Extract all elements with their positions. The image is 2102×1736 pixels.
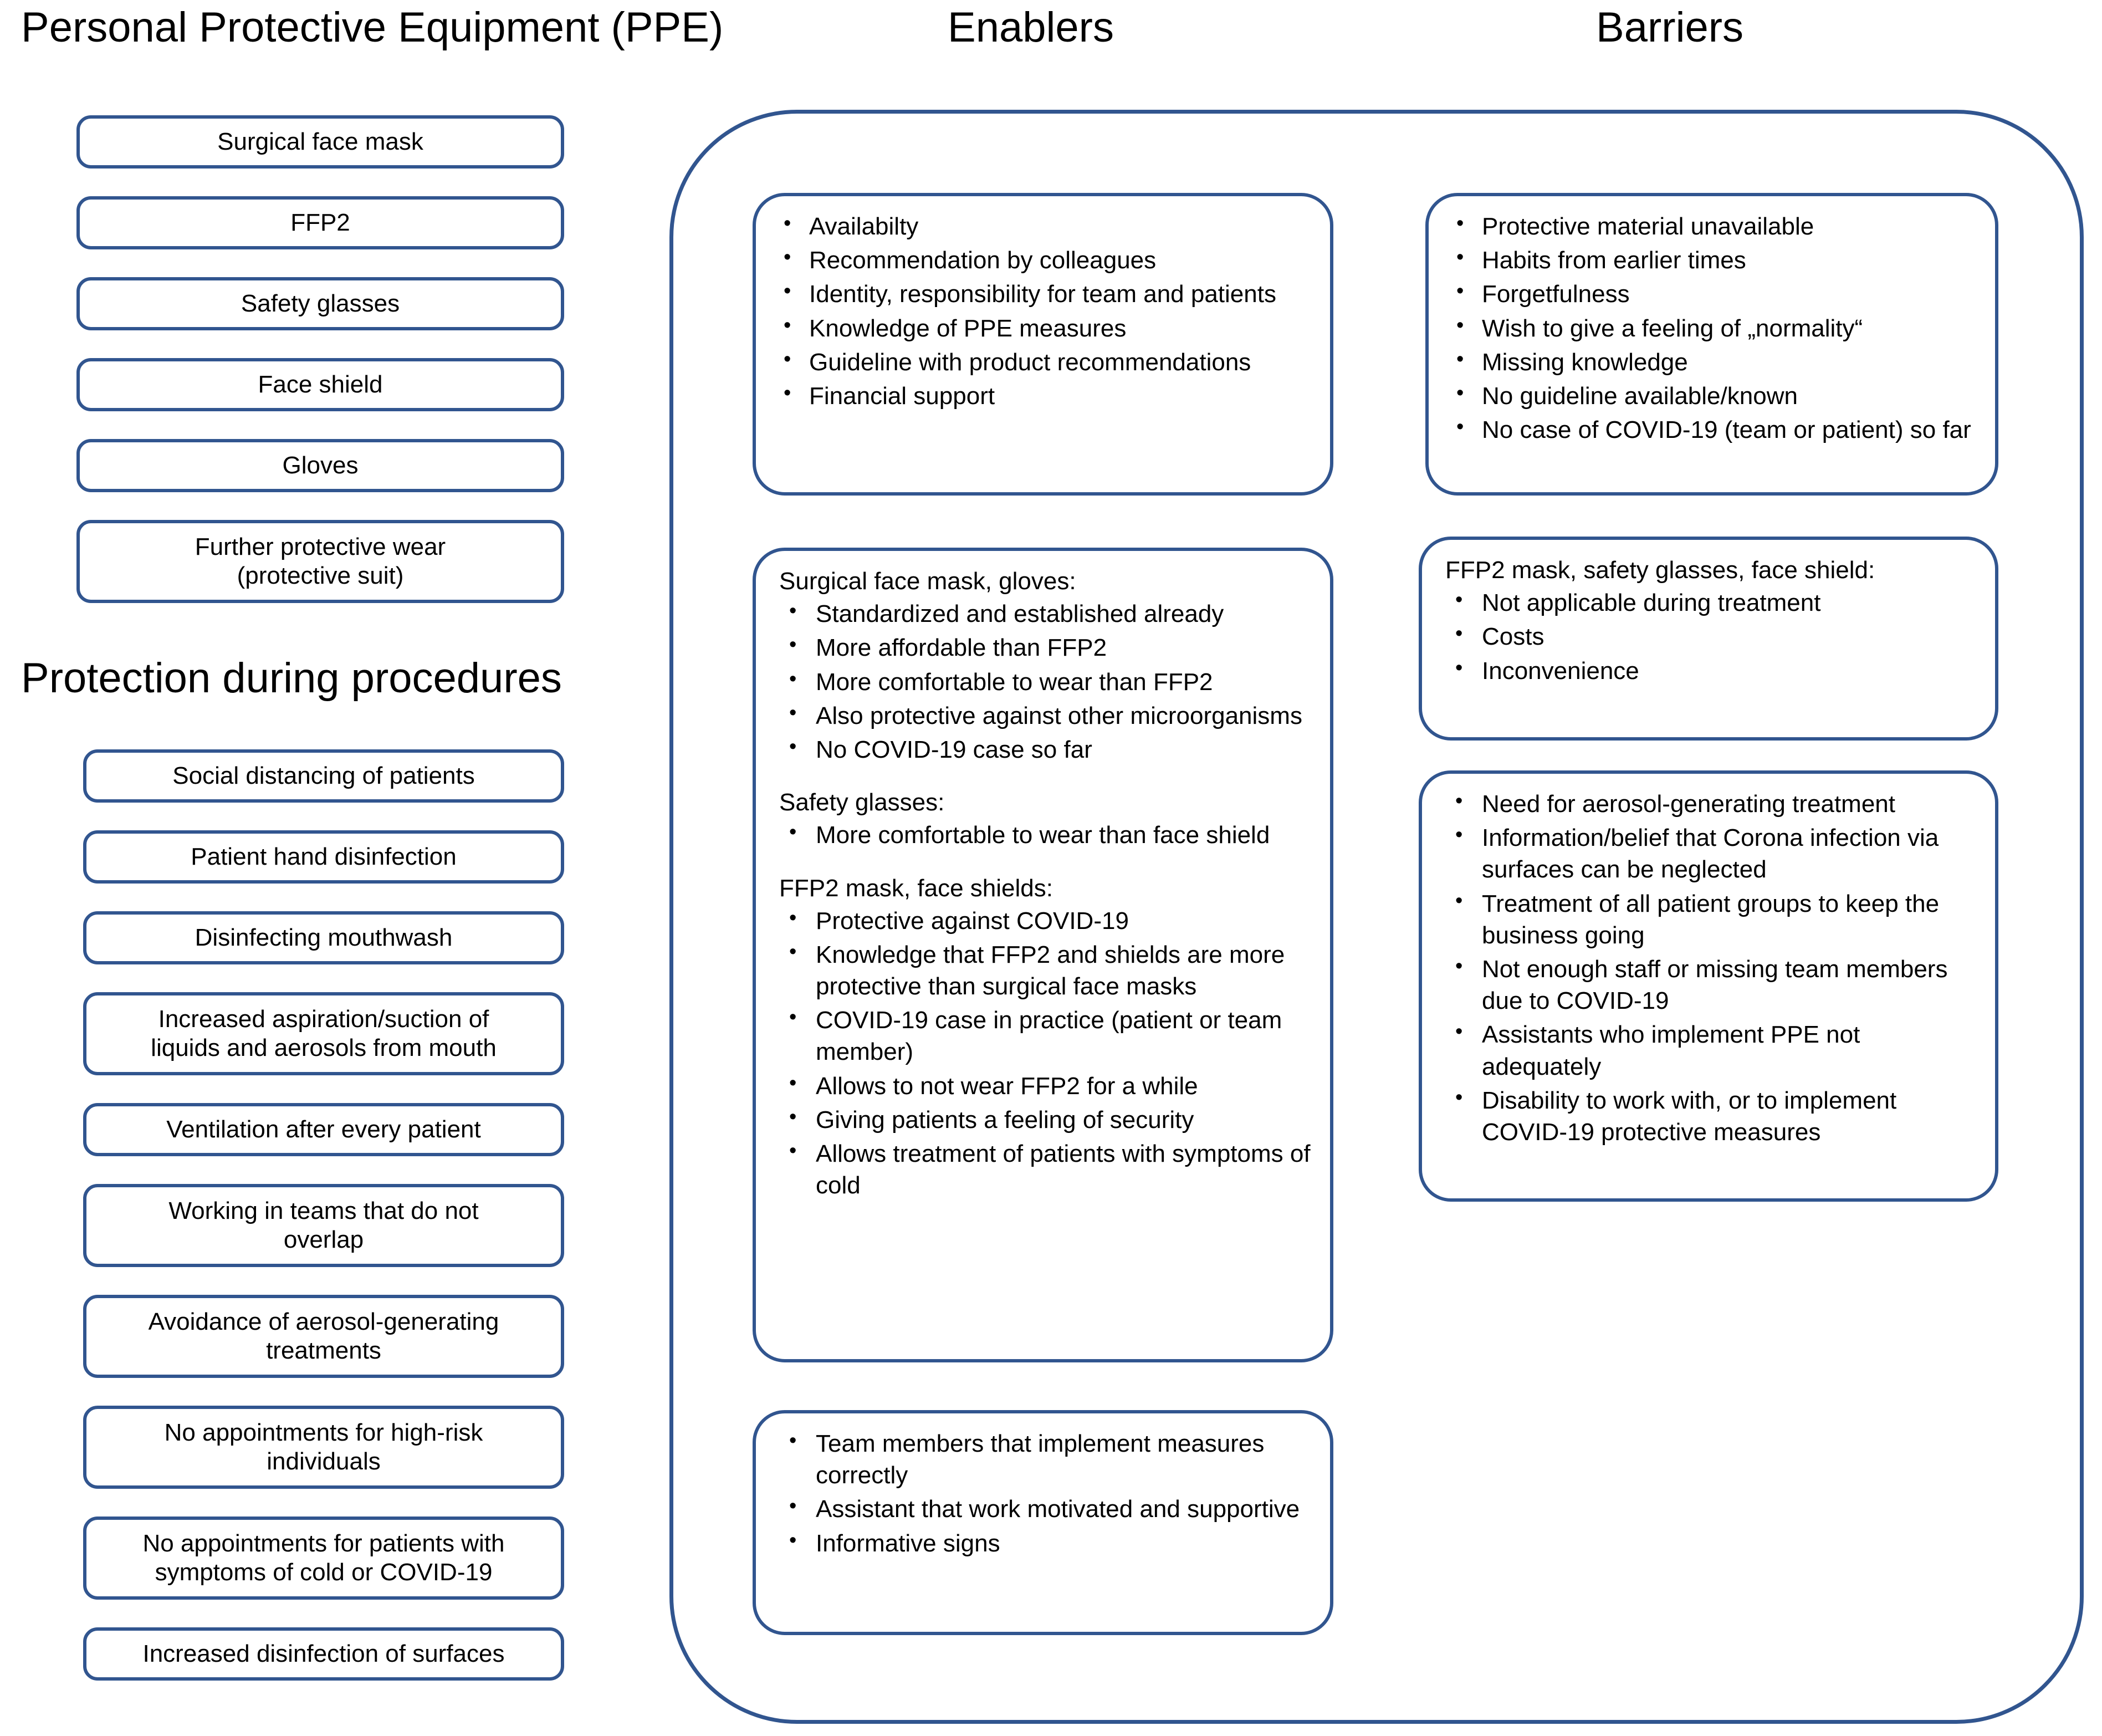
procedure-item-label-line1: Avoidance of aerosol-generating <box>148 1308 499 1336</box>
list-item: Assistant that work motivated and suppor… <box>775 1492 1311 1525</box>
list-item: Guideline with product recommendations <box>775 345 1311 378</box>
procedure-item-no-appointments-high-risk: No appointments for high-risk individual… <box>83 1406 564 1489</box>
group-spacer <box>775 768 1311 787</box>
list-item: More affordable than FFP2 <box>775 631 1311 663</box>
column-title-barriers: Barriers <box>1596 4 1744 51</box>
list-item: Recommendation by colleagues <box>775 243 1311 276</box>
procedure-item-patient-hand-disinfection: Patient hand disinfection <box>83 830 564 884</box>
ppe-item-label: Safety glasses <box>241 290 400 318</box>
list-item: COVID-19 case in practice (patient or te… <box>775 1003 1311 1068</box>
barriers-general-list: Protective material unavailable Habits f… <box>1448 210 1976 446</box>
procedure-item-label-line2: individuals <box>267 1448 381 1475</box>
ppe-item-label-line2: (protective suit) <box>237 562 404 589</box>
list-item: Protective material unavailable <box>1448 210 1976 242</box>
list-item: Protective against COVID-19 <box>775 904 1311 937</box>
procedure-item-label-line2: liquids and aerosols from mouth <box>151 1034 497 1061</box>
procedure-item-working-in-teams: Working in teams that do not overlap <box>83 1184 564 1267</box>
enablers-box-general: Availabilty Recommendation by colleagues… <box>753 193 1333 496</box>
barriers-box-practice-constraints: Need for aerosol-generating treatment In… <box>1419 770 1998 1202</box>
list-item: Assistants who implement PPE not adequat… <box>1441 1018 1976 1082</box>
ppe-item-surgical-face-mask: Surgical face mask <box>76 115 564 169</box>
list-item: More comfortable to wear than FFP2 <box>775 665 1311 698</box>
group-spacer <box>775 854 1311 872</box>
procedure-item-increased-aspiration: Increased aspiration/suction of liquids … <box>83 992 564 1075</box>
enablers-box-team: Team members that implement measures cor… <box>753 1410 1333 1635</box>
procedure-item-label: Patient hand disinfection <box>191 843 457 871</box>
list-item: Financial support <box>775 379 1311 412</box>
list-item: No case of COVID-19 (team or patient) so… <box>1448 413 1976 446</box>
list-item: Need for aerosol-generating treatment <box>1441 787 1976 820</box>
list-item: Giving patients a feeling of security <box>775 1103 1311 1136</box>
list-item: Identity, responsibility for team and pa… <box>775 277 1311 310</box>
ppe-item-label: Surgical face mask <box>217 128 423 156</box>
procedure-item-disinfecting-mouthwash: Disinfecting mouthwash <box>83 911 564 964</box>
procedure-item-label: Social distancing of patients <box>172 762 475 790</box>
procedure-item-label-line1: Increased aspiration/suction of <box>158 1005 489 1033</box>
column-title-ppe: Personal Protective Equipment (PPE) <box>21 4 724 51</box>
procedure-item-label-line2: symptoms of cold or COVID-19 <box>155 1559 493 1586</box>
list-item: Treatment of all patient groups to keep … <box>1441 887 1976 951</box>
enablers-group-heading-ffp2-face-shields: FFP2 mask, face shields: <box>779 874 1053 902</box>
enablers-general-list: Availabilty Recommendation by colleagues… <box>775 210 1311 412</box>
barriers-group-heading-ffp2-glasses-shield: FFP2 mask, safety glasses, face shield: <box>1445 556 1875 584</box>
list-item: Standardized and established already <box>775 597 1311 630</box>
list-item: Not enough staff or missing team members… <box>1441 952 1976 1017</box>
procedure-item-label-line1: Working in teams that do not <box>168 1197 479 1225</box>
list-item: Habits from earlier times <box>1448 243 1976 276</box>
list-item: Missing knowledge <box>1448 345 1976 378</box>
ppe-item-label: FFP2 <box>290 209 350 237</box>
column-title-enablers: Enablers <box>948 4 1114 51</box>
list-item: Also protective against other microorgan… <box>775 699 1311 732</box>
list-item: Allows to not wear FFP2 for a while <box>775 1069 1311 1102</box>
list-item: Disability to work with, or to implement… <box>1441 1084 1976 1148</box>
barriers-box-by-equipment: FFP2 mask, safety glasses, face shield: … <box>1419 537 1998 741</box>
list-item: Allows treatment of patients with sympto… <box>775 1137 1311 1201</box>
enablers-safety-glasses-list: More comfortable to wear than face shiel… <box>775 818 1311 851</box>
ppe-item-gloves: Gloves <box>76 439 564 492</box>
enablers-group-heading-surgical-mask-gloves: Surgical face mask, gloves: <box>779 568 1076 595</box>
procedure-item-label-line1: No appointments for patients with <box>142 1530 505 1558</box>
procedure-item-label-line2: overlap <box>283 1226 364 1253</box>
list-item: No COVID-19 case so far <box>775 733 1311 765</box>
procedure-item-label: Ventilation after every patient <box>166 1116 481 1143</box>
list-item: Informative signs <box>775 1526 1311 1559</box>
procedure-item-social-distancing: Social distancing of patients <box>83 749 564 803</box>
procedure-item-label: Increased disinfection of surfaces <box>142 1640 505 1668</box>
ppe-item-face-shield: Face shield <box>76 358 564 411</box>
barriers-practice-constraints-list: Need for aerosol-generating treatment In… <box>1441 787 1976 1148</box>
ppe-item-label: Gloves <box>282 452 359 479</box>
procedure-item-ventilation: Ventilation after every patient <box>83 1103 564 1156</box>
list-item: Availabilty <box>775 210 1311 242</box>
procedure-item-label-line2: treatments <box>266 1337 381 1364</box>
enablers-box-by-equipment: Surgical face mask, gloves: Standardized… <box>753 548 1333 1362</box>
list-item: Information/belief that Corona infection… <box>1441 821 1976 885</box>
list-item: Knowledge that FFP2 and shields are more… <box>775 938 1311 1002</box>
ppe-item-label-line1: Further protective wear <box>195 533 446 561</box>
enablers-ffp2-face-shields-list: Protective against COVID-19 Knowledge th… <box>775 904 1311 1202</box>
enablers-surgical-mask-gloves-list: Standardized and established already Mor… <box>775 597 1311 765</box>
section-title-protection-during-procedures: Protection during procedures <box>21 655 562 702</box>
procedure-item-avoidance-aerosol-treatments: Avoidance of aerosol-generating treatmen… <box>83 1295 564 1378</box>
list-item: Knowledge of PPE measures <box>775 312 1311 344</box>
procedure-item-increased-disinfection-surfaces: Increased disinfection of surfaces <box>83 1627 564 1681</box>
list-item: Forgetfulness <box>1448 277 1976 310</box>
list-item: No guideline available/known <box>1448 379 1976 412</box>
ppe-item-label: Face shield <box>258 371 383 399</box>
ppe-item-ffp2: FFP2 <box>76 196 564 249</box>
list-item: Costs <box>1441 620 1976 652</box>
enablers-group-heading-safety-glasses: Safety glasses: <box>779 789 945 816</box>
ppe-item-safety-glasses: Safety glasses <box>76 277 564 330</box>
procedure-item-no-appointments-cold-symptoms: No appointments for patients with sympto… <box>83 1517 564 1600</box>
ppe-item-further-protective-wear: Further protective wear (protective suit… <box>76 520 564 603</box>
procedure-item-label-line1: No appointments for high-risk <box>164 1419 483 1447</box>
list-item: Not applicable during treatment <box>1441 586 1976 619</box>
barriers-ffp2-glasses-shield-list: Not applicable during treatment Costs In… <box>1441 586 1976 687</box>
barriers-box-general: Protective material unavailable Habits f… <box>1425 193 1998 496</box>
list-item: Team members that implement measures cor… <box>775 1427 1311 1491</box>
list-item: Inconvenience <box>1441 654 1976 687</box>
list-item: Wish to give a feeling of „normality“ <box>1448 312 1976 344</box>
enablers-team-list: Team members that implement measures cor… <box>775 1427 1311 1559</box>
list-item: More comfortable to wear than face shiel… <box>775 818 1311 851</box>
procedure-item-label: Disinfecting mouthwash <box>195 924 453 952</box>
